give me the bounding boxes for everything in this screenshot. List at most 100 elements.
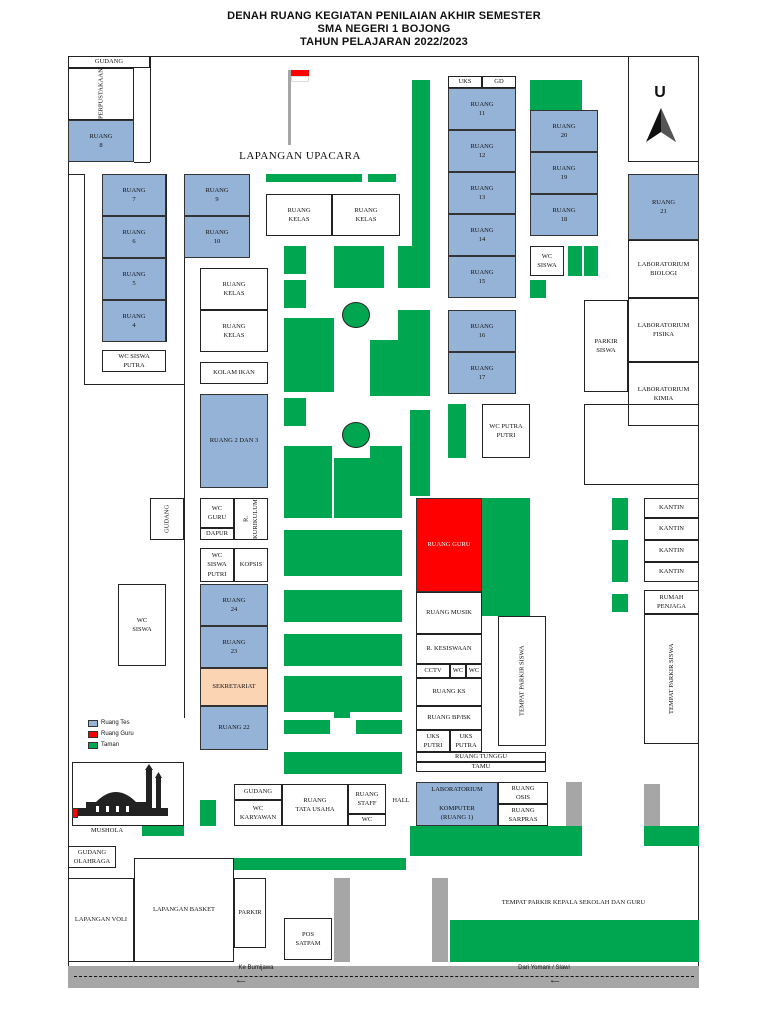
uks-top-label: UKS: [458, 78, 472, 86]
gudang-olahraga: [68, 846, 116, 868]
north-label: U: [654, 84, 666, 102]
legend-swatch-ruang-guru: [88, 731, 98, 738]
ruang-13-label: RUANG 13: [470, 184, 494, 201]
wall: [584, 404, 585, 484]
ruang-6-label: RUANG 6: [122, 228, 146, 245]
tamu: [416, 762, 546, 772]
kantin-label: KANTIN: [659, 504, 684, 512]
kopsis: [234, 548, 268, 582]
ruang-19-label: RUANG 19: [552, 164, 576, 181]
taman: [612, 540, 628, 582]
road-right-label: Dari Yomani / Slawi: [518, 964, 570, 971]
ruang-tata-usaha-label: RUANG TATA USAHA: [295, 796, 335, 813]
taman: [612, 594, 628, 612]
ruang-19: [530, 152, 598, 194]
taman: [410, 826, 582, 856]
wall: [166, 174, 167, 342]
wc-siswa-putri: [200, 548, 234, 582]
ruang-musik-label: RUANG MUSIK: [426, 609, 472, 617]
ruang-2-dan-3-label: RUANG 2 DAN 3: [209, 437, 259, 445]
taman: [284, 530, 402, 576]
parkir: [234, 878, 266, 948]
round-garden: [342, 302, 370, 328]
wc-putra-putri-label: WC PUTRA PUTRI: [489, 422, 523, 439]
uks-putra: [450, 730, 482, 752]
legend-label-ruang-tes: Ruang Tes: [101, 720, 130, 726]
taman: [284, 752, 402, 774]
dapur: [200, 528, 234, 540]
lapangan-upacara-label: LAPANGAN UPACARA: [239, 150, 361, 163]
ruang-musik: [416, 592, 482, 634]
wc-cctv-2: [466, 664, 482, 678]
ruang-kelas-label: RUANG KELAS: [287, 206, 311, 223]
wall: [150, 56, 151, 162]
pos-satpam-label: POS SATPAM: [295, 930, 321, 947]
lapangan-basket-label: LAPANGAN BASKET: [152, 906, 216, 914]
ruang-7-label: RUANG 7: [122, 186, 146, 203]
r-kurikulum-label: R. KURIKULUM: [242, 499, 259, 539]
kantin: [644, 518, 699, 540]
tamu-label: TAMU: [471, 763, 491, 771]
kopsis-label: KOPSIS: [239, 561, 263, 569]
legend-label-ruang-guru: Ruang Guru: [101, 731, 134, 737]
tempat-parkir-siswa-mid: [498, 616, 546, 746]
ruang-17: [448, 352, 516, 394]
ruang-11-label: RUANG 11: [470, 100, 494, 117]
mushola-door: [72, 808, 78, 818]
ruang-staff: [348, 784, 386, 814]
uks-putra-label: UKS PUTRA: [455, 732, 477, 749]
ruang-9: [184, 174, 250, 216]
taman: [644, 826, 699, 846]
kantin-label: KANTIN: [659, 525, 684, 533]
ruang-4: [102, 300, 166, 342]
wc-siswa-left: [118, 584, 166, 666]
lapangan-voli-label: LAPANGAN VOLI: [74, 916, 128, 924]
taman: [284, 590, 402, 622]
taman: [398, 310, 430, 396]
ruang-tunggu-label: RUANG TUNGGU: [454, 753, 508, 761]
wc-label: WC: [452, 667, 464, 675]
ruang-kelas-label: RUANG KELAS: [222, 280, 246, 297]
ruang-staff-label: RUANG STAFF: [355, 790, 379, 807]
taman: [334, 710, 350, 718]
kantin: [644, 562, 699, 582]
road-right-arrow-icon: ⟵: [550, 978, 560, 985]
taman: [334, 246, 384, 288]
compass-frame: [628, 56, 699, 162]
legend-swatch-ruang-tes: [88, 720, 98, 727]
wc-siswa-mid-label: WC SISWA: [537, 252, 557, 269]
ruang-10: [184, 216, 250, 258]
ruang-sarpras-label: RUANG SARPRAS: [508, 806, 538, 823]
wc-cctv: [450, 664, 466, 678]
flag-icon-white: [291, 76, 309, 82]
kolam-ikan-label: KOLAM IKAN: [213, 369, 255, 377]
taman: [284, 634, 402, 666]
lab-komputer-label: LABORATORIUM KOMPUTER (RUANG 1): [431, 786, 483, 822]
road-left-label: Ke Bumijawa: [238, 964, 274, 971]
taman: [284, 720, 330, 734]
r-kurikulum: [234, 498, 268, 540]
ruang-16: [448, 310, 516, 352]
wc-siswa-putri-label: WC SISWA PUTRI: [207, 551, 227, 578]
gray-pillar: [644, 784, 660, 826]
mosque-icon: [76, 764, 178, 822]
taman: [584, 246, 598, 276]
taman: [284, 246, 306, 274]
kantin: [644, 540, 699, 562]
ruang-guru-label: RUANG GURU: [427, 541, 471, 549]
lab-kimia: [628, 362, 699, 426]
rumah-penjaga: [644, 590, 699, 614]
lapangan-basket: [134, 858, 234, 962]
ruang-8: [68, 120, 134, 162]
ruang-15: [448, 256, 516, 298]
wc-siswa-mid: [530, 246, 564, 276]
gudang-top: [68, 56, 150, 68]
ruang-21-label: RUANG 21: [651, 198, 676, 215]
ruang-23-label: RUANG 23: [222, 638, 246, 655]
kolam-ikan: [200, 362, 268, 384]
ruang-13: [448, 172, 516, 214]
sekretariat: [200, 668, 268, 706]
ruang-22: [200, 706, 268, 750]
ruang-kelas-label: RUANG KELAS: [354, 206, 378, 223]
ruang-kelas: [266, 194, 332, 236]
